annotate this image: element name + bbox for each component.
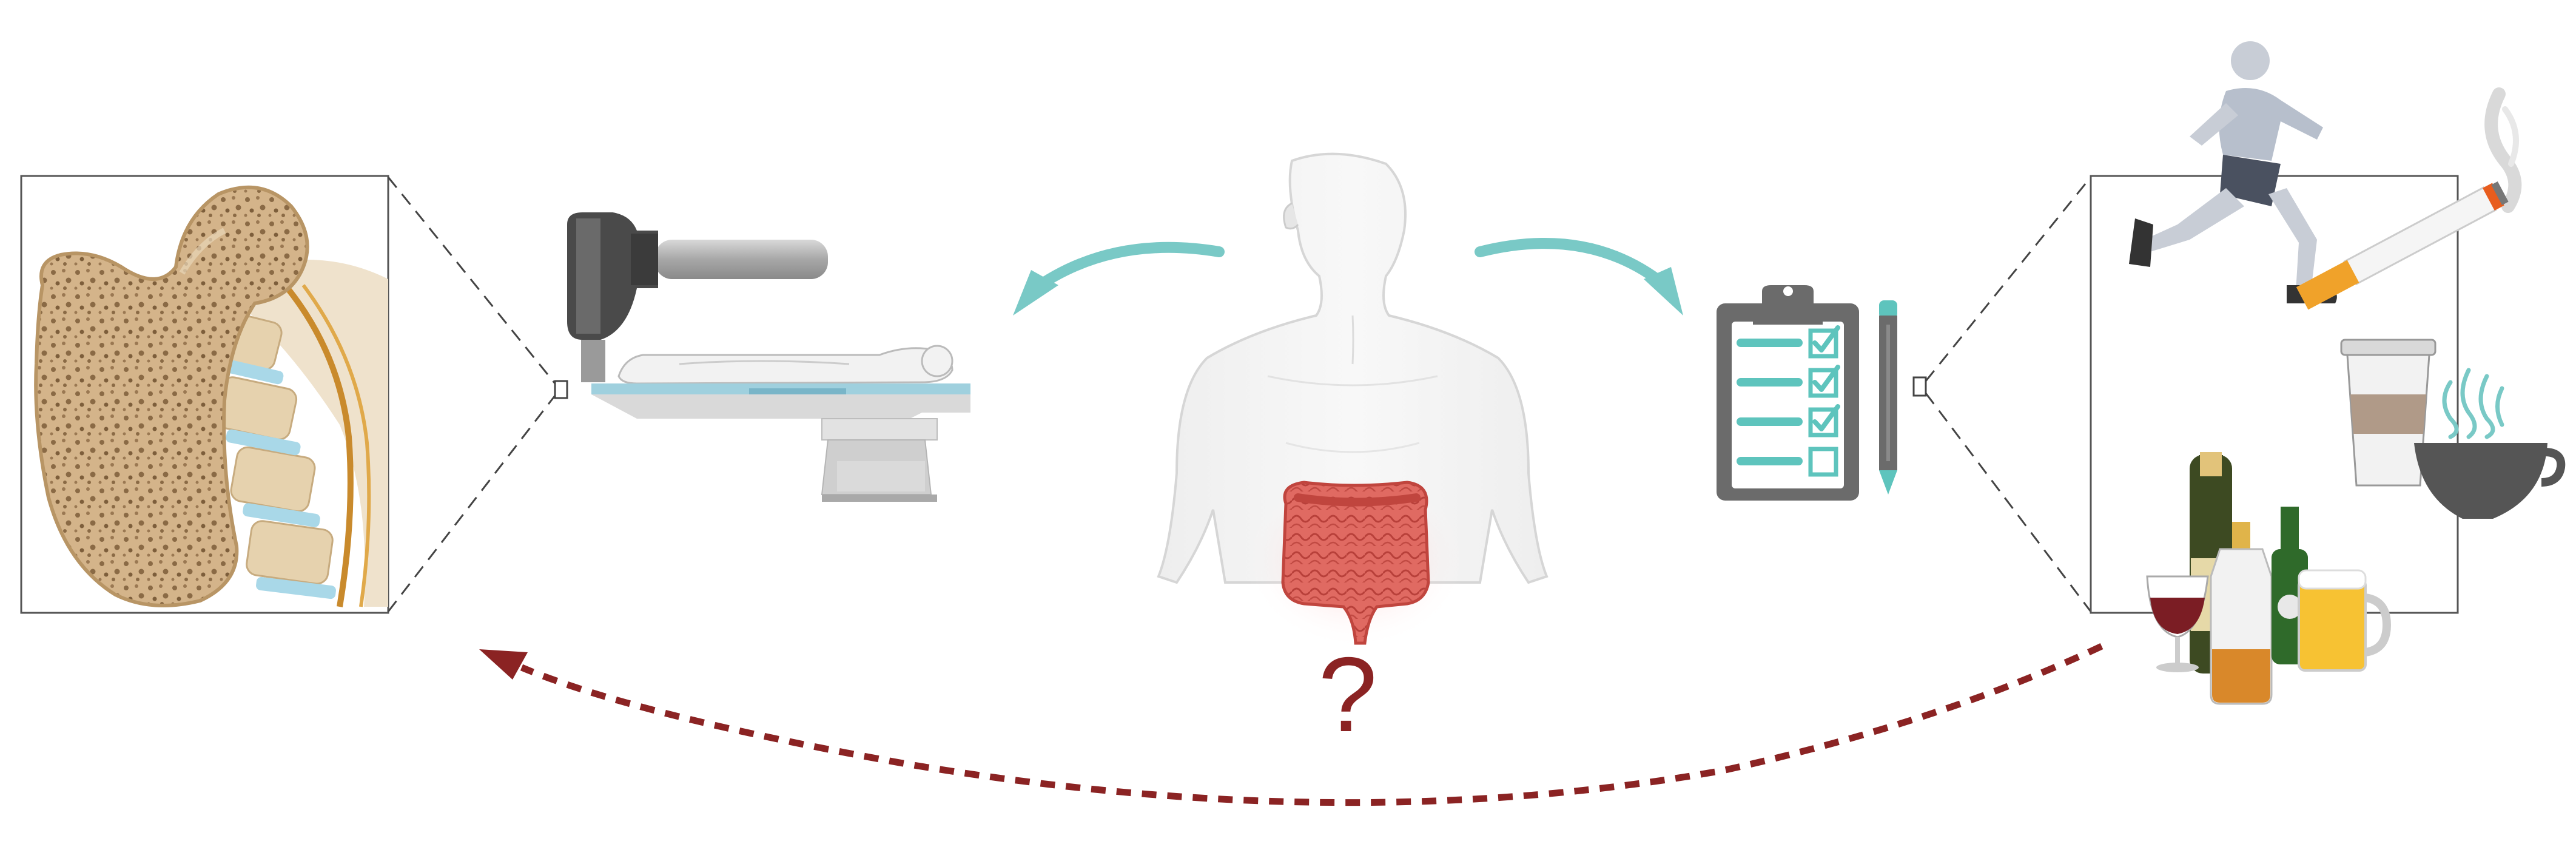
human-body-icon [1157, 152, 1549, 584]
zoom-lines-left [387, 177, 556, 612]
dashed-arrow-lifestyle-to-bone [520, 643, 2104, 806]
zoom-anchor-right [1912, 376, 1927, 397]
pencil-icon [1879, 300, 1897, 495]
clipboard-checklist-icon [1717, 285, 1859, 501]
intestine-icon [1243, 467, 1468, 649]
question-mark: ? [1318, 636, 1377, 754]
femur-spine-icon [34, 185, 388, 607]
arrow-to-questionnaire [1475, 238, 1670, 291]
arrow-to-questionnaire-head [1644, 267, 1683, 316]
alcohol-bottles-icon [2146, 452, 2392, 705]
zoom-anchor-left [554, 380, 568, 399]
femur-spine-panel [20, 175, 389, 614]
dexa-scanner-icon [567, 212, 970, 502]
patient-lying-icon [617, 345, 953, 385]
cigarette-icon [2296, 87, 2522, 310]
runner-icon [2129, 41, 2337, 303]
dashed-arrow-head [479, 649, 528, 680]
arrow-to-dexa [1026, 241, 1225, 297]
arrow-to-dexa-head [1013, 270, 1058, 316]
zoom-lines-right [1925, 177, 2092, 612]
coffee-cup-icon [2340, 339, 2566, 519]
